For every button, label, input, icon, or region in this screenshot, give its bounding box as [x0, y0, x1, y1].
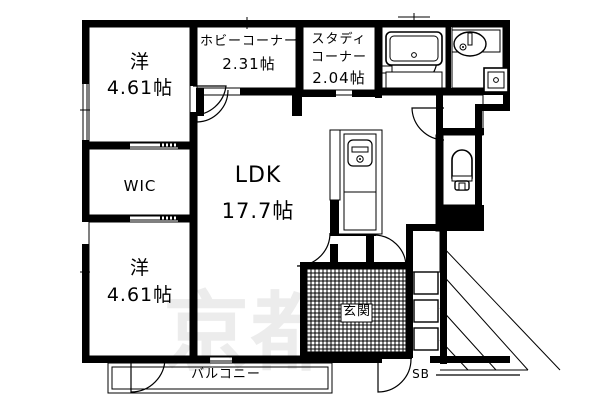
ldk-name: LDK: [234, 163, 282, 188]
hobby-corner-area: 2.31帖: [222, 55, 276, 73]
toilet: [451, 149, 473, 191]
shoe-box-name: SB: [412, 367, 430, 381]
kitchen-unit: [329, 129, 383, 235]
bedroom-top-name: 洋: [129, 51, 150, 73]
bedroom-top-area: 4.61帖: [106, 77, 174, 99]
hobby-corner-name: ホビーコーナー: [199, 34, 298, 49]
bedroom-bottom-area: 4.61帖: [106, 284, 174, 306]
genkan-name: 玄関: [342, 304, 371, 319]
exterior-hatch: [439, 243, 561, 371]
washing-machine: [483, 67, 509, 93]
study-corner-name-line1: スタディ: [311, 32, 367, 47]
wic-name: WIC: [123, 177, 157, 195]
bathtub: [381, 31, 443, 89]
shoe-box-cabinets: [413, 271, 439, 351]
balcony-name: バルコニー: [191, 367, 261, 382]
vanity-sink: [451, 29, 501, 57]
study-corner-name-line2: コーナー: [310, 50, 367, 65]
ldk-area: 17.7帖: [221, 199, 295, 223]
bedroom-bottom-name: 洋: [129, 257, 150, 279]
study-corner-area: 2.04帖: [312, 69, 366, 87]
